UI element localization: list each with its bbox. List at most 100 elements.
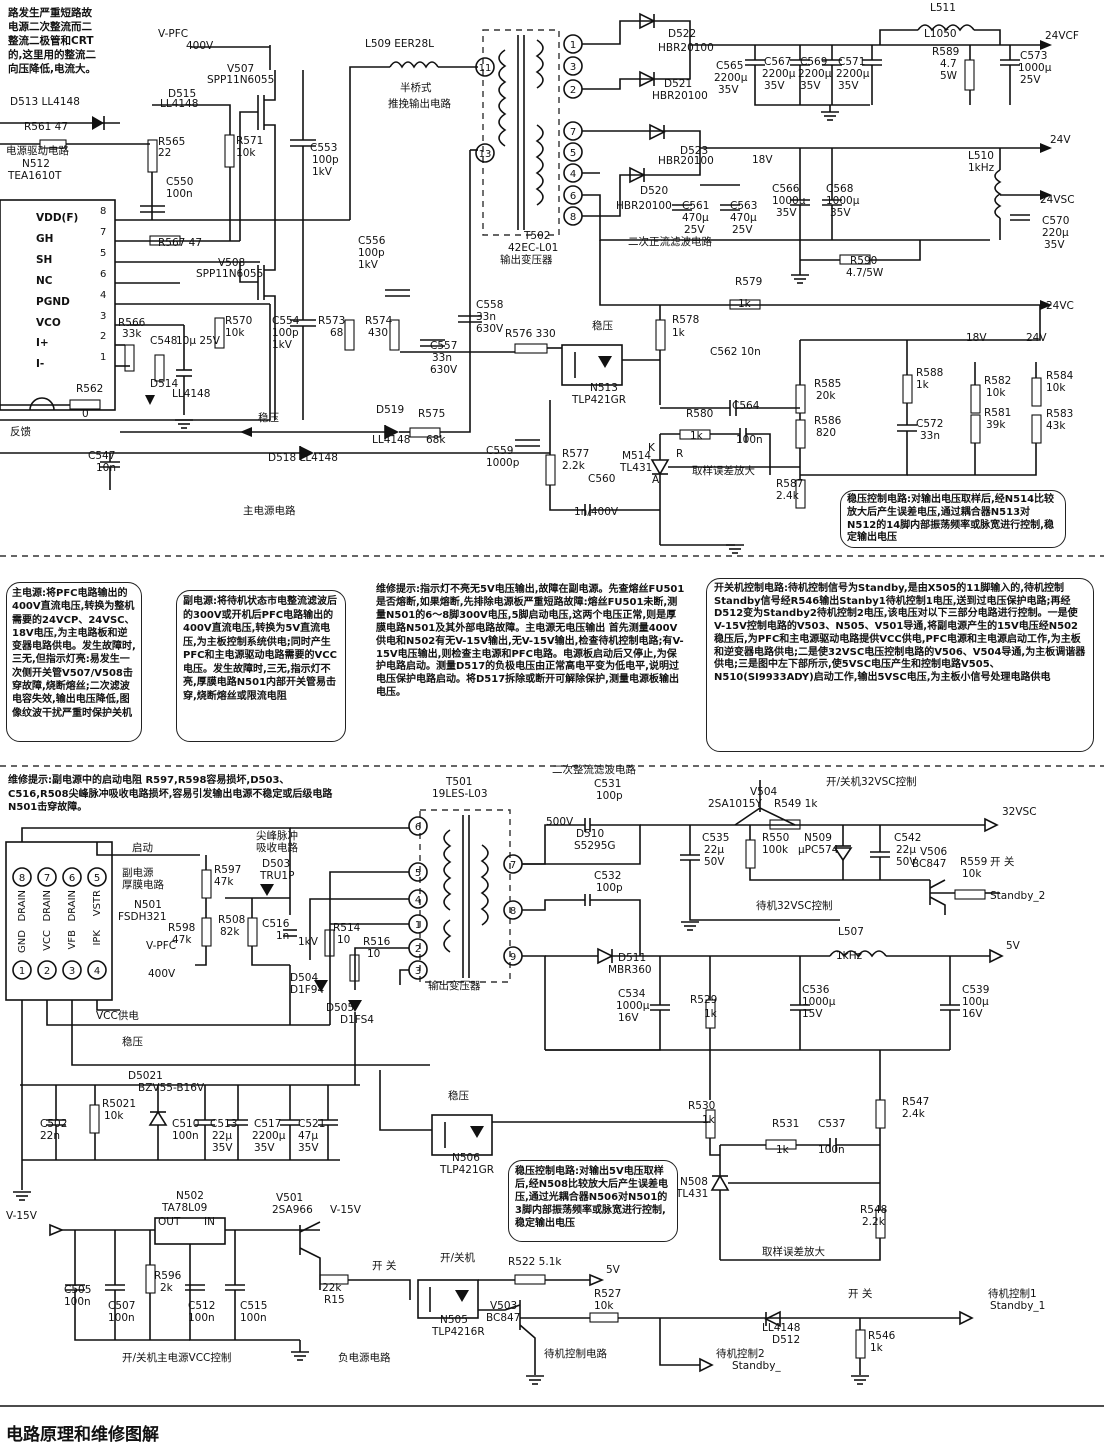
label-c502: C502: [40, 1118, 68, 1130]
svg-text:1: 1: [19, 966, 25, 977]
label-c559-v: 1000p: [486, 457, 520, 469]
callout-onoff: 开关机控制电路:待机控制信号为Standby,是由X505的11脚输入的,待机控…: [706, 578, 1094, 752]
n512-pin-name: VCO: [36, 317, 61, 329]
label-thick-circuit: 厚膜电路: [122, 879, 164, 891]
label-v507-part: SPP11N6055: [207, 74, 275, 86]
label-ll4148-b: LL4148: [372, 434, 411, 446]
label-c547-v: 10n: [96, 462, 117, 474]
label-standby1-ctrl: 待机控制1: [988, 1288, 1037, 1300]
label-r576: R576 330: [505, 328, 556, 340]
label-c553: C553: [310, 142, 338, 154]
label-startup: 启动: [132, 842, 153, 854]
label-standby2-b: Standby_: [732, 1360, 781, 1372]
label-r583: R583: [1046, 408, 1074, 420]
label-r527: R527: [594, 1288, 622, 1300]
label-c542: C542: [894, 832, 922, 844]
label-r565-v: 22: [158, 147, 172, 159]
label-onoff-vcc: 开/关机主电源VCC控制: [122, 1352, 232, 1364]
label-v15-left: V-15V: [6, 1210, 37, 1222]
label-c516: C516: [262, 918, 290, 930]
note-line: 路发生严重短路故: [8, 7, 92, 19]
r559-resistor: [954, 889, 986, 900]
label-c572: C572: [916, 418, 944, 430]
label-l511: L511: [930, 2, 956, 14]
label-r5021-v: 10k: [104, 1110, 124, 1122]
label-c534-v: 1000μ: [616, 1000, 650, 1012]
label-r588-v: 1k: [916, 379, 929, 391]
n512-pin-name: GH: [36, 233, 54, 245]
label-regulate-d: 稳压: [448, 1090, 469, 1102]
label-c556-v2: 1kV: [358, 259, 378, 271]
label-r5021: R5021: [102, 1098, 137, 1110]
label-d5021: D5021: [128, 1070, 163, 1082]
label-n512-part: TEA1610T: [8, 170, 62, 182]
label-feedback: 反馈: [10, 426, 31, 438]
label-t502-name: 输出变压器: [500, 254, 553, 266]
n501-pin-name: GND: [17, 930, 28, 953]
label-c561: C561: [682, 200, 710, 212]
label-c507: C507: [108, 1300, 136, 1312]
label-c573: C573: [1020, 50, 1048, 62]
label-r596: R596: [154, 1270, 182, 1282]
label-d522: D522: [668, 28, 697, 40]
label-c572-v: 33n: [920, 430, 941, 442]
label-r546: R546: [868, 1330, 896, 1342]
svg-text:7: 7: [570, 127, 576, 138]
label-r508: R508: [218, 914, 246, 926]
label-c561-v2: 25V: [684, 224, 705, 236]
v15-arrow: [49, 1223, 65, 1237]
label-on-off: 开 关: [990, 856, 1015, 868]
label-v503-part: BC847: [486, 1312, 521, 1324]
label-d504: D504: [290, 972, 319, 984]
label-c536: C536: [802, 984, 830, 996]
label-v506-part: BC847: [912, 858, 947, 870]
label-c573-v: 1000μ: [1018, 62, 1052, 74]
label-r571: R571: [236, 135, 264, 147]
label-r527-v: 10k: [594, 1300, 614, 1312]
label-out-pin: OUT: [158, 1216, 181, 1228]
label-c550: C550: [166, 176, 194, 188]
label-d515: D515: [168, 88, 197, 100]
label-c558-v2: 630V: [476, 323, 504, 335]
n501-ic-body: [5, 841, 113, 1001]
label-r547: R547: [902, 1096, 930, 1108]
n505-optocoupler: [417, 1279, 479, 1319]
v508-mosfet: [239, 220, 276, 420]
t501-pin-numbers: 654 123 789: [415, 822, 516, 977]
label-d520: D520: [640, 185, 669, 197]
label-c550-v: 100n: [166, 188, 193, 200]
label-c566-v: 1000μ: [772, 195, 806, 207]
n501-pin-name: DRAIN: [67, 890, 78, 922]
label-d510: D510: [576, 828, 605, 840]
label-hbr-a: HBR20100: [658, 42, 714, 54]
label-v507: V507: [227, 63, 255, 75]
n512-pin-wires: [115, 219, 350, 367]
label-c554: C554: [272, 315, 300, 327]
label-c539-v: 100μ: [962, 996, 989, 1008]
label-r582-v: 10k: [986, 387, 1006, 399]
standby2-terminal: [699, 1357, 714, 1373]
svg-text:8: 8: [570, 212, 576, 223]
label-r579-v: 1k: [738, 298, 751, 310]
label-r562-v: 0: [82, 408, 89, 420]
label-standby2: Standby_2: [990, 890, 1046, 902]
label-r561: R561 47: [24, 121, 69, 133]
svg-text:2: 2: [415, 944, 421, 955]
label-c553-v2: 1kV: [312, 166, 332, 178]
label-c567-v: 2200μ: [762, 68, 796, 80]
label-r597-v: 47k: [214, 876, 234, 888]
label-on-off-b: 开 关: [372, 1260, 397, 1272]
t502-transformer: [482, 29, 560, 236]
label-c554-v: 100p: [272, 327, 299, 339]
label-n513-part: TLP421GR: [572, 394, 627, 406]
label-r565: R565: [158, 136, 186, 148]
label-c561-v: 470μ: [682, 212, 709, 224]
n501-pin-name: VSTR: [92, 890, 103, 917]
label-c565-v2: 35V: [718, 84, 739, 96]
label-c560: C560: [588, 473, 616, 485]
label-r587: R587: [776, 478, 804, 490]
n509-regulator: [833, 847, 853, 862]
callout-aux-psu-text: 副电源:将待机状态市电整流滤波后的300V或开机后PFC电路输出的400V直流电…: [183, 596, 337, 702]
label-c569-v: 2200μ: [798, 68, 832, 80]
label-r585-v: 20k: [816, 390, 836, 402]
